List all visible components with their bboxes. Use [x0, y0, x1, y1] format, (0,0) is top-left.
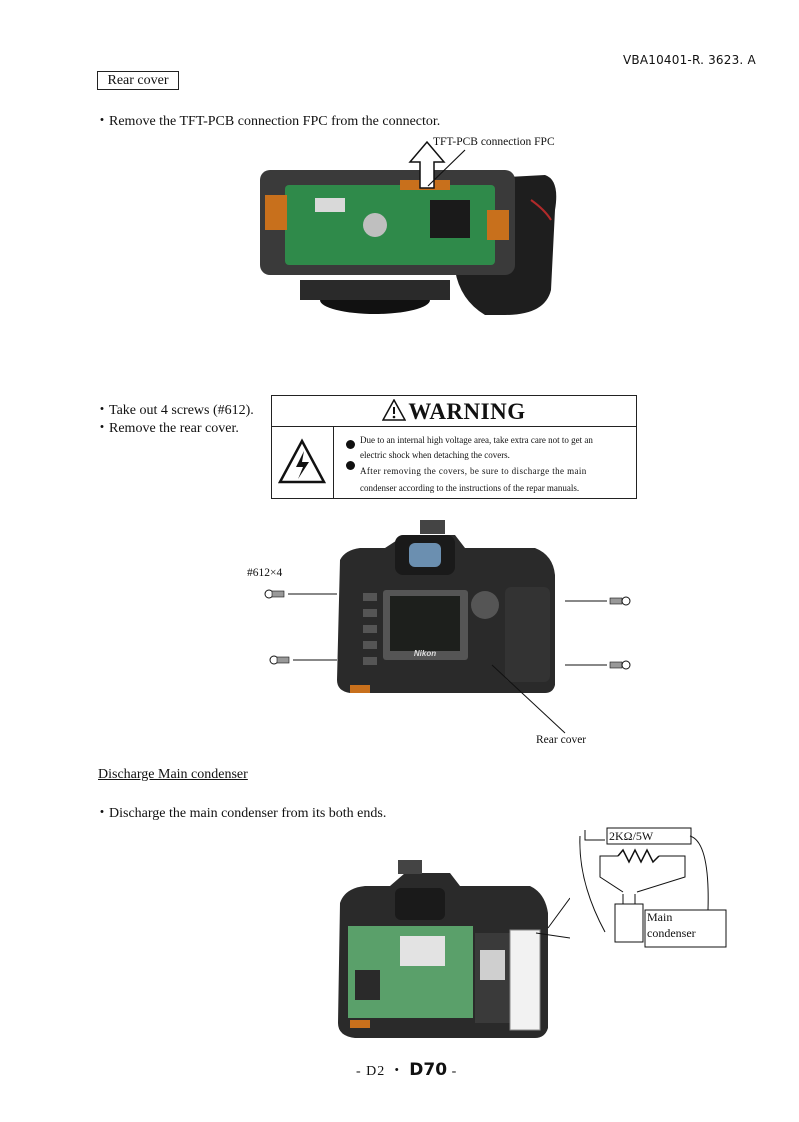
instruction-remove-rear-cover: ・Remove the rear cover.	[95, 421, 239, 436]
chip-shape	[355, 970, 380, 1000]
instruction-remove-fpc: ・Remove the TFT-PCB connection FPC from …	[95, 114, 441, 129]
chip-shape	[430, 200, 470, 238]
metal-part-shape	[480, 950, 505, 980]
warning-header: WARNING	[272, 396, 636, 427]
condenser-label-line1: Main	[647, 910, 673, 924]
warning-bullet-2	[346, 461, 355, 470]
up-arrow-icon	[408, 140, 446, 189]
circuit-wire	[584, 830, 605, 841]
red-wire	[530, 199, 552, 221]
screw-icon	[269, 655, 290, 665]
circuit-wire	[579, 835, 606, 933]
screw-label: #612×4	[247, 567, 283, 579]
photo-main-condenser	[338, 860, 570, 1038]
photo-camera-rear: Nikon	[264, 520, 631, 734]
instruction-discharge: ・Discharge the main condenser from its b…	[95, 806, 387, 821]
warning-line-1: Due to an internal high voltage area, ta…	[360, 435, 593, 445]
condenser-label-box	[644, 909, 727, 948]
hot-shoe-shape	[398, 860, 422, 874]
resistor-label: 2KΩ/5W	[609, 829, 654, 843]
camera-bottom-shape	[300, 280, 450, 300]
screw-icon	[264, 589, 285, 599]
multi-selector-shape	[471, 591, 499, 619]
leader-line-condenser-side	[535, 932, 570, 939]
high-voltage-icon	[277, 438, 327, 484]
circuit-wire	[636, 855, 686, 893]
callout-tft-pcb-fpc: TFT-PCB connection FPC	[433, 136, 555, 148]
footer-suffix: -	[451, 1064, 458, 1079]
footer-model: D70	[409, 1060, 448, 1080]
callout-line-fpc	[427, 149, 466, 187]
warning-line-4: condenser according to the instructions …	[360, 483, 580, 493]
page-footer: - D2 ・ D70 -	[356, 1060, 457, 1080]
flex-cable-shape	[350, 1020, 370, 1028]
screw-icon	[609, 596, 631, 606]
instruction-take-out-screws: ・Take out 4 screws (#612).	[95, 403, 254, 418]
menu-button-shape	[363, 593, 377, 601]
discharge-circuit-diagram	[579, 827, 727, 948]
iso-button-shape	[363, 625, 377, 633]
connector-shape	[315, 198, 345, 212]
warning-triangle-icon	[382, 398, 407, 421]
callout-rear-cover: Rear cover	[536, 734, 587, 746]
warning-line-2: electric shock when detaching the covers…	[360, 450, 510, 460]
photo-tft-pcb	[260, 140, 557, 315]
warning-icon-cell	[272, 427, 334, 499]
bottom-flex-shape	[350, 685, 370, 693]
qual-button-shape	[363, 657, 377, 665]
right-flex-cable-shape	[487, 210, 509, 240]
warning-box: WARNING Due to an internal high voltage …	[271, 395, 637, 499]
condenser-icon	[614, 903, 644, 943]
viewfinder-shape	[395, 888, 445, 920]
warning-line-3: After removing the covers, be sure to di…	[360, 466, 587, 476]
circuit-wire	[689, 835, 709, 911]
main-condenser-shape	[509, 929, 541, 1031]
viewfinder-glass-shape	[409, 543, 441, 567]
condenser-label-line2: condenser	[647, 926, 696, 940]
warning-bullet-1	[346, 440, 355, 449]
left-flex-cable-shape	[265, 195, 287, 230]
section-title-discharge: Discharge Main condenser	[98, 767, 248, 782]
grip-panel-shape	[505, 587, 550, 682]
hot-shoe-shape	[420, 520, 445, 534]
resistor-icon	[617, 848, 660, 864]
battery-cell-shape	[363, 213, 387, 237]
module-shape	[400, 936, 445, 966]
warning-title: WARNING	[408, 399, 526, 424]
footer-prefix: - D2 ・	[356, 1064, 405, 1079]
wb-button-shape	[363, 641, 377, 649]
circuit-wire	[599, 855, 624, 893]
leader-line-condenser-top	[547, 897, 570, 929]
document-code: VBA10401-R. 3623. A	[623, 53, 756, 67]
callout-line-rear-cover	[491, 664, 566, 734]
playback-button-shape	[363, 609, 377, 617]
lcd-screen-shape	[390, 596, 460, 651]
section-title-rear-cover: Rear cover	[97, 71, 179, 90]
brand-logo: Nikon	[414, 649, 436, 658]
screw-icon	[609, 660, 631, 670]
